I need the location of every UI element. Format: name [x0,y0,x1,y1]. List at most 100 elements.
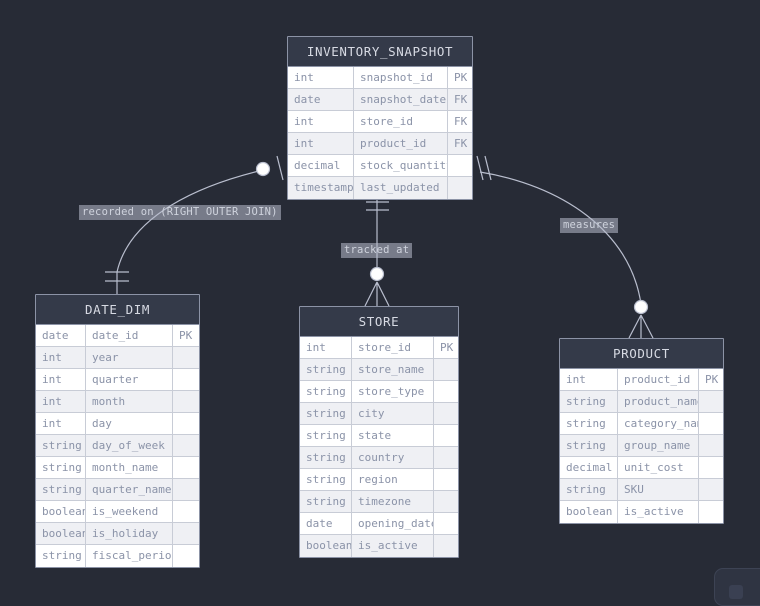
attribute-key-badge [173,479,199,500]
attribute-type: int [288,67,354,88]
attribute-name: is_active [618,501,699,523]
attribute-key-badge [434,381,458,402]
attribute-key-badge [699,479,723,500]
relationship-recorded-on [105,155,284,294]
attribute-type: string [560,391,618,412]
entity-title: INVENTORY_SNAPSHOT [288,37,472,67]
attribute-key-badge [173,545,199,567]
attribute-name: unit_cost [618,457,699,478]
attribute-type: string [300,447,352,468]
attribute-type: string [300,359,352,380]
attribute-type: int [560,369,618,390]
attribute-key-badge: PK [448,67,472,88]
attribute-key-badge [434,513,458,534]
attribute-name: product_id [354,133,448,154]
attribute-key-badge [434,447,458,468]
entity-title: DATE_DIM [36,295,199,325]
cardinality-zero-marker-measures-target [633,299,649,315]
attribute-name: region [352,469,434,490]
attribute-type: int [300,337,352,358]
crows-foot-tracked-at-target [364,281,390,307]
attribute-key-badge [448,177,472,199]
attribute-name: last_updated [354,177,448,199]
canvas-controls-widget[interactable] [714,568,760,606]
entity-title: STORE [300,307,458,337]
attribute-key-badge: PK [173,325,199,346]
attribute-name: timezone [352,491,434,512]
attribute-type: string [36,479,86,500]
attribute-name: store_name [352,359,434,380]
attribute-type: string [36,545,86,567]
attribute-type: date [288,89,354,110]
cardinality-one-bar-recorded-on-source [276,155,284,181]
relationship-label: tracked at [341,243,413,258]
attribute-key-badge [434,491,458,512]
attribute-type: timestamp [288,177,354,199]
relationship-line-recorded-on [116,169,264,273]
attribute-name: day_of_week [86,435,173,456]
attribute-name: category_name [618,413,699,434]
attribute-key-badge [173,523,199,544]
attribute-type: string [36,435,86,456]
attribute-type: int [36,413,86,434]
attribute-type: int [36,369,86,390]
attribute-name: month [86,391,173,412]
attribute-name: store_id [354,111,448,132]
attribute-name: snapshot_id [354,67,448,88]
attribute-key-badge: PK [699,369,723,390]
attribute-key-badge [173,457,199,478]
attribute-name: snapshot_date [354,89,448,110]
attribute-name: is_holiday [86,523,173,544]
attribute-type: string [300,425,352,446]
crows-foot-measures-target [628,314,654,339]
attribute-key-badge [173,413,199,434]
attribute-name: month_name [86,457,173,478]
attribute-type: string [300,491,352,512]
cardinality-one-bar-b-measures-source [484,155,492,181]
attribute-name: group_name [618,435,699,456]
attribute-key-badge [173,391,199,412]
attribute-type: string [36,457,86,478]
relationship-label: measures [560,218,619,233]
attribute-type: boolean [300,535,352,557]
